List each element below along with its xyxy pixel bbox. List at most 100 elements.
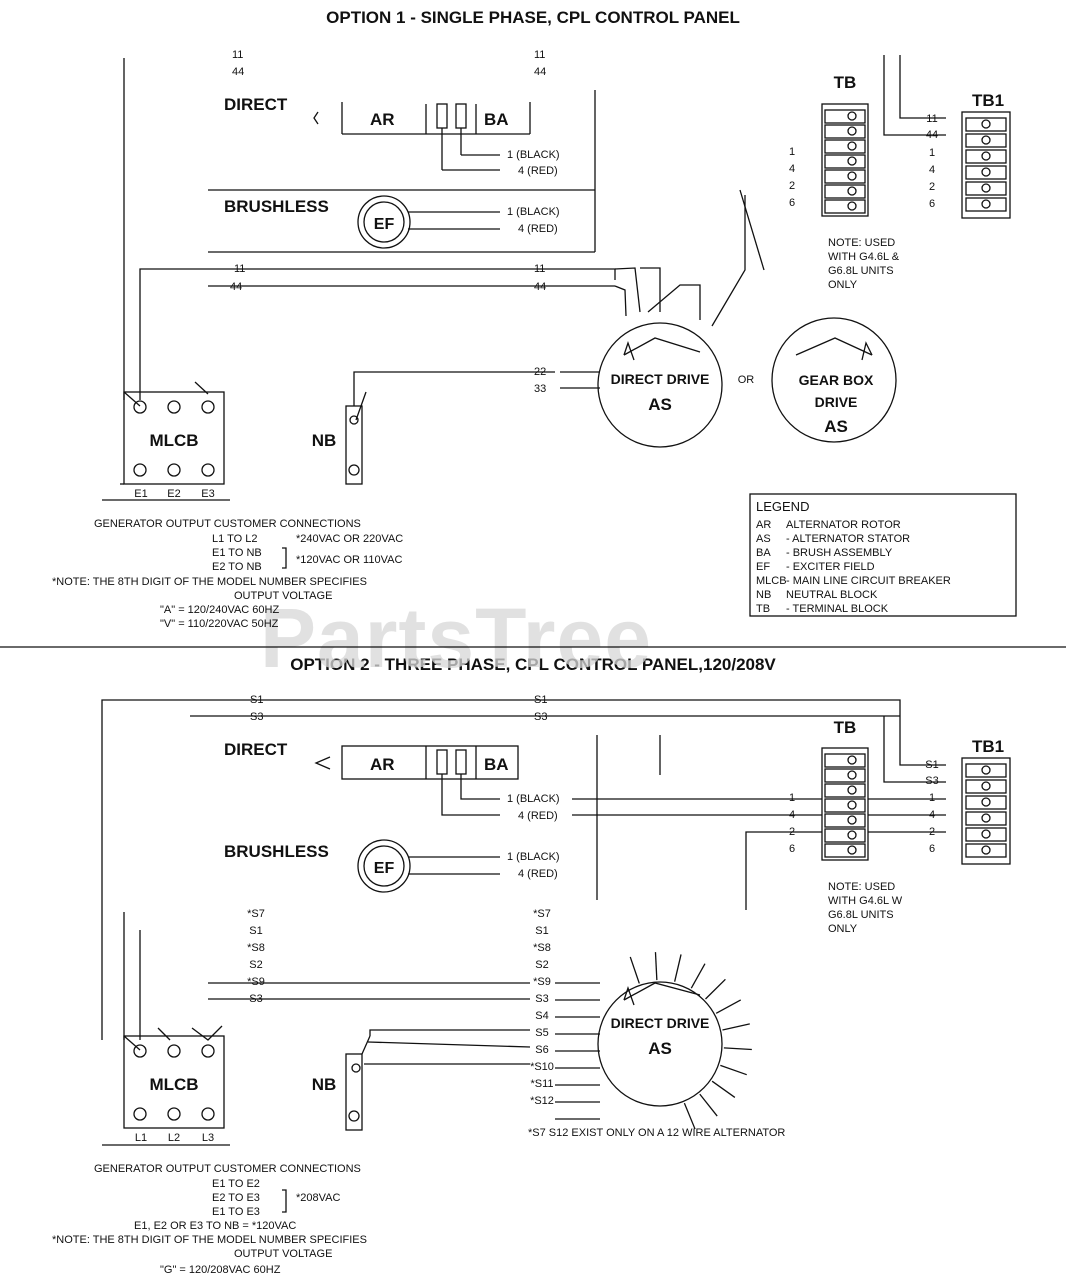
tb1-wire-label: 1 <box>929 792 935 804</box>
lead-label: 4 (RED) <box>518 165 558 177</box>
connection-line: E2 TO E3 <box>212 1192 260 1204</box>
tb1-screw <box>981 183 991 193</box>
tb1-wire-label: 2 <box>929 826 935 838</box>
arrowhead <box>623 340 635 361</box>
terminal-label: L1 <box>135 1132 147 1144</box>
neutral-block <box>345 1053 363 1131</box>
rotation-arrow <box>623 982 701 1001</box>
voltage-label: *208VAC <box>296 1192 340 1204</box>
tb-screw <box>847 845 857 855</box>
tb1-screw <box>981 135 991 145</box>
wire <box>614 285 627 317</box>
tb1-screw <box>981 119 991 129</box>
direct-symbol <box>314 756 331 770</box>
tb1-wire-label: 2 <box>929 181 935 193</box>
mlcb-box <box>123 391 225 485</box>
wire-label: 44 <box>534 66 546 78</box>
tb-note: G6.8L UNITS <box>828 265 894 277</box>
stator-lead-label: S1 <box>249 925 262 937</box>
output-voltage-label: OUTPUT VOLTAGE <box>234 1248 332 1260</box>
direct-drive-stator <box>597 322 723 448</box>
tb1-screw <box>981 845 991 855</box>
nb-terminal <box>349 415 359 425</box>
tb-slot <box>824 199 866 214</box>
output-heading: GENERATOR OUTPUT CUSTOMER CONNECTIONS <box>94 518 361 530</box>
tb-slot <box>824 828 866 843</box>
wire <box>369 1029 530 1036</box>
connection-line: E1 TO NB <box>212 547 262 559</box>
tb-slot <box>824 124 866 139</box>
tb1-slot <box>965 197 1007 212</box>
tb-screw <box>847 815 857 825</box>
stator-lead-label: *S8 <box>533 942 551 954</box>
tb-note: NOTE: USED <box>828 237 895 249</box>
gearbox-stator <box>771 317 897 443</box>
neutral-block <box>345 405 363 485</box>
legend-title: LEGEND <box>756 499 809 514</box>
option1-title: OPTION 1 - SINGLE PHASE, CPL CONTROL PAN… <box>326 8 740 27</box>
stator-lead <box>720 1064 747 1076</box>
tb1-label: TB1 <box>972 91 1004 110</box>
direct-drive-label: DIRECT DRIVE <box>611 1015 710 1031</box>
tb-screw <box>847 201 857 211</box>
tb1-screw <box>981 151 991 161</box>
tb1-screw <box>981 813 991 823</box>
tb-slot <box>824 109 866 124</box>
tb1-slot <box>965 117 1007 132</box>
brush <box>455 749 467 775</box>
tb-wire-label: 1 <box>789 792 795 804</box>
wire <box>353 371 555 406</box>
tb-label: TB <box>834 718 857 737</box>
tb-slot <box>824 184 866 199</box>
ba-label: BA <box>484 110 509 129</box>
terminal-block-1 <box>961 757 1011 865</box>
terminal-label: E2 <box>167 488 180 500</box>
terminal-label: E1 <box>134 488 147 500</box>
tb-note: ONLY <box>828 279 858 291</box>
tb-screw <box>847 126 857 136</box>
lead-label: 1 (BLACK) <box>507 851 560 863</box>
direct-drive-stator <box>597 981 723 1107</box>
wire <box>711 195 746 327</box>
breaker-terminal <box>167 463 181 477</box>
stator-lead <box>654 952 658 981</box>
tb-wire-label: 6 <box>789 843 795 855</box>
tb1-wire-label: S1 <box>925 759 938 771</box>
tb-slot <box>824 783 866 798</box>
direct-drive-label: DIRECT DRIVE <box>611 371 710 387</box>
tb1-screw <box>981 765 991 775</box>
tb-screw <box>847 156 857 166</box>
arrowhead <box>623 985 635 1006</box>
legend-code: NB <box>756 589 771 601</box>
direct-symbol <box>313 111 319 125</box>
stator-lead-label: S4 <box>535 1010 548 1022</box>
terminal-block <box>821 103 869 217</box>
tb1-wire-label: 6 <box>929 198 935 210</box>
parts-tree-watermark: PartsTree <box>260 591 652 685</box>
tb-slot <box>824 843 866 858</box>
tb-note: WITH G4.6L W <box>828 895 903 907</box>
legend-box <box>749 493 1017 617</box>
breaker-terminal <box>201 1044 215 1058</box>
wire-label: 11 <box>234 263 245 275</box>
wire-note: *S7 S12 EXIST ONLY ON A 12 WIRE ALTERNAT… <box>528 1127 785 1139</box>
brush <box>455 103 467 129</box>
legend-desc: - TERMINAL BLOCK <box>786 603 889 615</box>
stator-lead <box>715 999 742 1014</box>
tb1-wire-label: 6 <box>929 843 935 855</box>
legend-desc: - MAIN LINE CIRCUIT BREAKER <box>786 575 951 587</box>
wire-label: 44 <box>534 281 546 293</box>
tb1-slot <box>965 795 1007 810</box>
wire-label: S3 <box>534 711 547 723</box>
tb1-slot <box>965 779 1007 794</box>
tb1-wire-label: 4 <box>929 164 935 176</box>
legend-desc: - ALTERNATOR STATOR <box>786 533 910 545</box>
brushless-label: BRUSHLESS <box>224 842 329 861</box>
wire-label: S1 <box>534 694 547 706</box>
wire-label: S1 <box>250 694 263 706</box>
nb-terminal <box>348 1110 360 1122</box>
brush <box>436 103 448 129</box>
arrowhead <box>861 341 873 361</box>
ar-label: AR <box>370 110 395 129</box>
as-label: AS <box>648 395 672 414</box>
